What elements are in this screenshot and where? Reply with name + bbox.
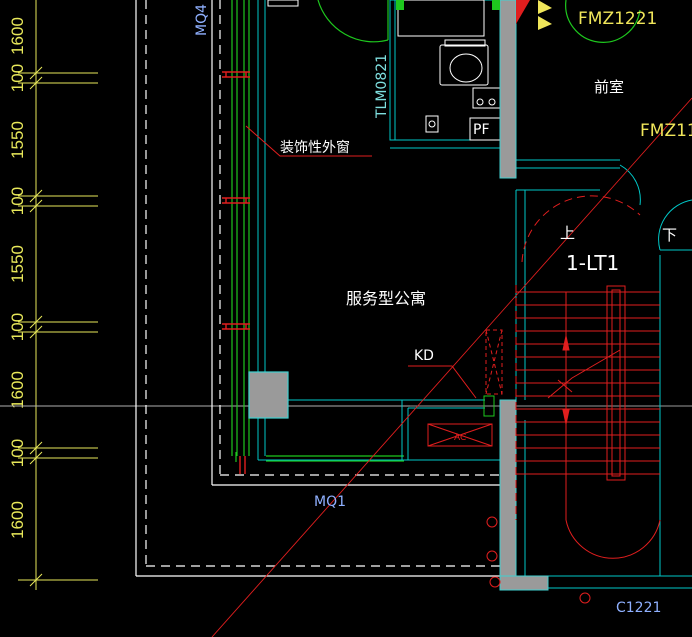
label-door-tag: TLM0821: [374, 54, 390, 119]
label-room-name: 服务型公寓: [346, 289, 426, 308]
dim-text: 1600: [8, 17, 27, 55]
label-shaft: PF: [473, 122, 490, 138]
label-bottom-window: C1221: [616, 600, 661, 616]
dim-text: 1550: [8, 245, 27, 283]
dimension-chain: [18, 0, 98, 590]
staircase: [515, 195, 661, 559]
column-outline: [248, 371, 289, 419]
section-line: [211, 97, 692, 637]
label-curtain-wall: MQ1: [314, 494, 346, 510]
window-leader: [245, 125, 372, 157]
label-front-room: 前室: [594, 78, 624, 96]
dim-text: 100: [8, 313, 27, 341]
door-swings-cyan: [619, 164, 692, 251]
dim-text: 1600: [8, 371, 27, 409]
fire-door-markers: [396, 0, 552, 30]
label-right-door: FMZ112: [640, 121, 692, 141]
label-ac: AC: [454, 433, 466, 443]
label-stair-down: 下: [662, 226, 677, 244]
dim-text: 100: [8, 64, 27, 92]
label-stair-id: 1-LT1: [566, 251, 619, 275]
dim-text: 1600: [8, 501, 27, 539]
dim-text: 100: [8, 439, 27, 467]
dimension-texts: 1600 100 1550 100 1550 100 1600 100 1600: [8, 17, 27, 539]
bathroom-fixtures: [267, 0, 502, 141]
label-decorative-window: 装饰性外窗: [280, 139, 350, 156]
label-kd: KD: [414, 348, 434, 364]
dim-text: 1550: [8, 121, 27, 159]
label-top-door: FMZ1221: [578, 9, 657, 29]
labels: FMZ1221 FMZ112 前室 装饰性外窗 服务型公寓 1-LT1 上 下 …: [194, 4, 692, 616]
outer-walls: [135, 0, 500, 577]
label-stair-up: 上: [560, 224, 575, 242]
label-window-tag: MQ4: [194, 4, 210, 36]
mullion-markers: [222, 71, 250, 474]
dim-text: 100: [8, 187, 27, 215]
door-swings: [317, 0, 641, 43]
core-walls: [248, 0, 549, 591]
ac-niche: [408, 329, 591, 604]
